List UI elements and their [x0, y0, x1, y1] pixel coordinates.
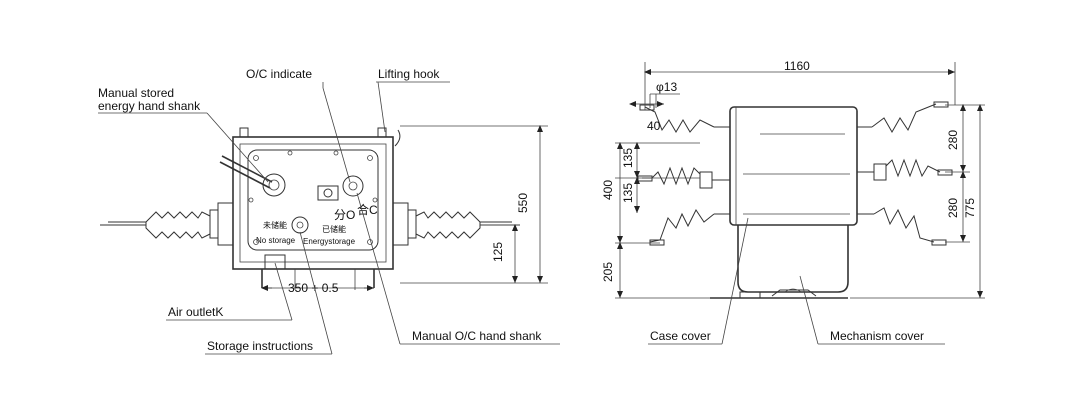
left-view: 分O 合C 未储能 已储能 No storage Energystorage 3…	[98, 67, 560, 355]
energy-storage-label: Energystorage	[303, 237, 356, 246]
fen-o-label: 分O	[334, 208, 355, 222]
dim-400: 400	[601, 180, 615, 200]
dim-135a: 135	[621, 148, 635, 168]
dim-phi13: φ13	[656, 80, 677, 94]
label-storage-instructions: Storage instructions	[207, 339, 313, 353]
he-c-label: 合C	[357, 202, 378, 217]
dim-40: 40	[647, 119, 661, 133]
not-stored-cn-label: 未储能	[263, 220, 287, 230]
label-case-cover: Case cover	[650, 329, 711, 343]
dim-550: 550	[516, 193, 530, 213]
label-lifting-hook: Lifting hook	[378, 67, 440, 81]
dim-350: 350 + 0.5	[288, 281, 339, 295]
no-storage-label: No storage	[256, 236, 296, 245]
label-oc-indicate: O/C indicate	[246, 67, 312, 81]
label-air-outlet: Air outletK	[168, 305, 223, 319]
right-tank	[729, 106, 858, 226]
label-manual-stored-1: Manual stored	[98, 86, 174, 100]
label-manual-stored-2: energy hand shank	[98, 99, 201, 113]
dim-280b: 280	[946, 198, 960, 218]
label-mechanism-cover: Mechanism cover	[830, 329, 924, 343]
dim-205: 205	[601, 262, 615, 282]
dim-280a: 280	[946, 130, 960, 150]
right-view: 1160 φ13 40 400 135 135 205 280 280 775 …	[601, 59, 985, 345]
front-panel	[247, 149, 379, 251]
dim-775: 775	[963, 198, 977, 218]
dim-1160: 1160	[784, 59, 810, 73]
dim-135b: 135	[621, 183, 635, 203]
stored-cn-label: 已储能	[322, 224, 346, 234]
dim-125: 125	[491, 242, 505, 262]
label-manual-oc-hand-shank: Manual O/C hand shank	[412, 329, 542, 343]
